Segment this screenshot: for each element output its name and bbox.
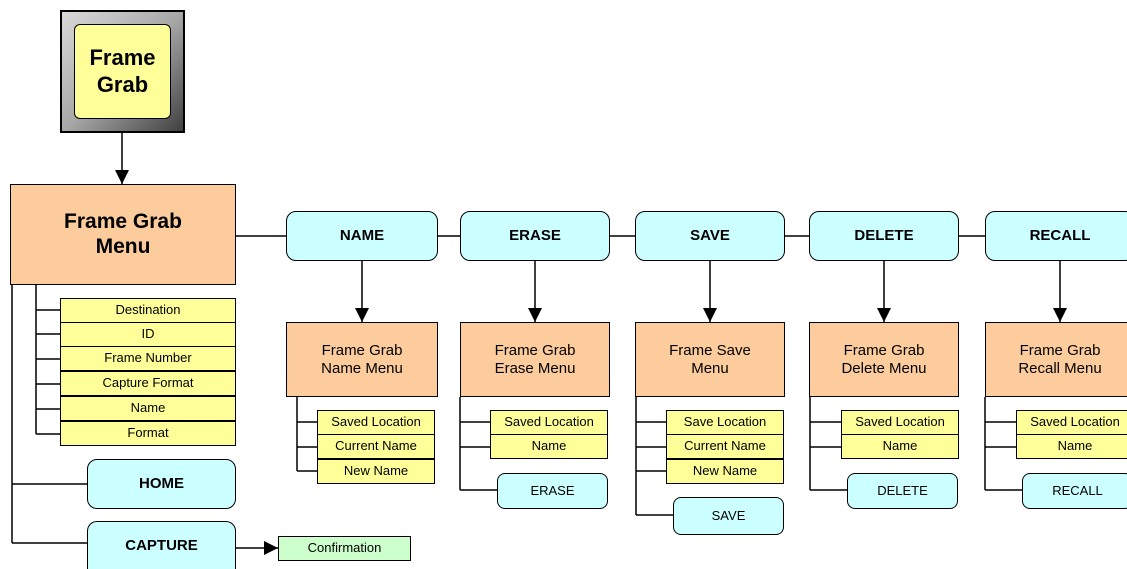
frame-grab-key-label: Frame Grab [74,24,171,119]
delete-softkey[interactable]: DELETE [809,211,959,261]
capture-button[interactable]: CAPTURE [87,521,236,569]
menu-item-name[interactable]: Name [60,396,236,421]
erase-menu: Frame Grab Erase Menu [460,322,610,397]
menu-item-id[interactable]: ID [60,322,236,347]
menu-item-format[interactable]: Format [60,421,236,446]
save-softkey[interactable]: SAVE [635,211,785,261]
name-item-new-name[interactable]: New Name [317,459,435,484]
delete-item-saved-location[interactable]: Saved Location [841,410,959,435]
frame-grab-menu: Frame Grab Menu [10,184,236,285]
menu-item-frame-number[interactable]: Frame Number [60,346,236,371]
delete-menu: Frame Grab Delete Menu [809,322,959,397]
home-button[interactable]: HOME [87,459,236,509]
frame-grab-key[interactable]: Frame Grab [60,10,185,133]
save-item-new-name[interactable]: New Name [666,459,784,484]
name-item-current-name[interactable]: Current Name [317,434,435,459]
save-item-save-location[interactable]: Save Location [666,410,784,435]
name-softkey[interactable]: NAME [286,211,438,261]
recall-softkey[interactable]: RECALL [985,211,1127,261]
delete-item-name[interactable]: Name [841,434,959,459]
save-item-current-name[interactable]: Current Name [666,434,784,459]
recall-item-saved-location[interactable]: Saved Location [1016,410,1127,435]
recall-item-name[interactable]: Name [1016,434,1127,459]
erase-item-saved-location[interactable]: Saved Location [490,410,608,435]
save-action-button[interactable]: SAVE [673,497,784,535]
menu-item-destination[interactable]: Destination [60,298,236,323]
erase-action-button[interactable]: ERASE [497,473,608,509]
confirmation-box: Confirmation [278,536,411,561]
name-item-saved-location[interactable]: Saved Location [317,410,435,435]
menu-item-capture-format[interactable]: Capture Format [60,371,236,396]
erase-item-name[interactable]: Name [490,434,608,459]
recall-menu: Frame Grab Recall Menu [985,322,1127,397]
save-menu: Frame Save Menu [635,322,785,397]
name-menu: Frame Grab Name Menu [286,322,438,397]
recall-action-button[interactable]: RECALL [1022,473,1127,509]
delete-action-button[interactable]: DELETE [847,473,958,509]
erase-softkey[interactable]: ERASE [460,211,610,261]
